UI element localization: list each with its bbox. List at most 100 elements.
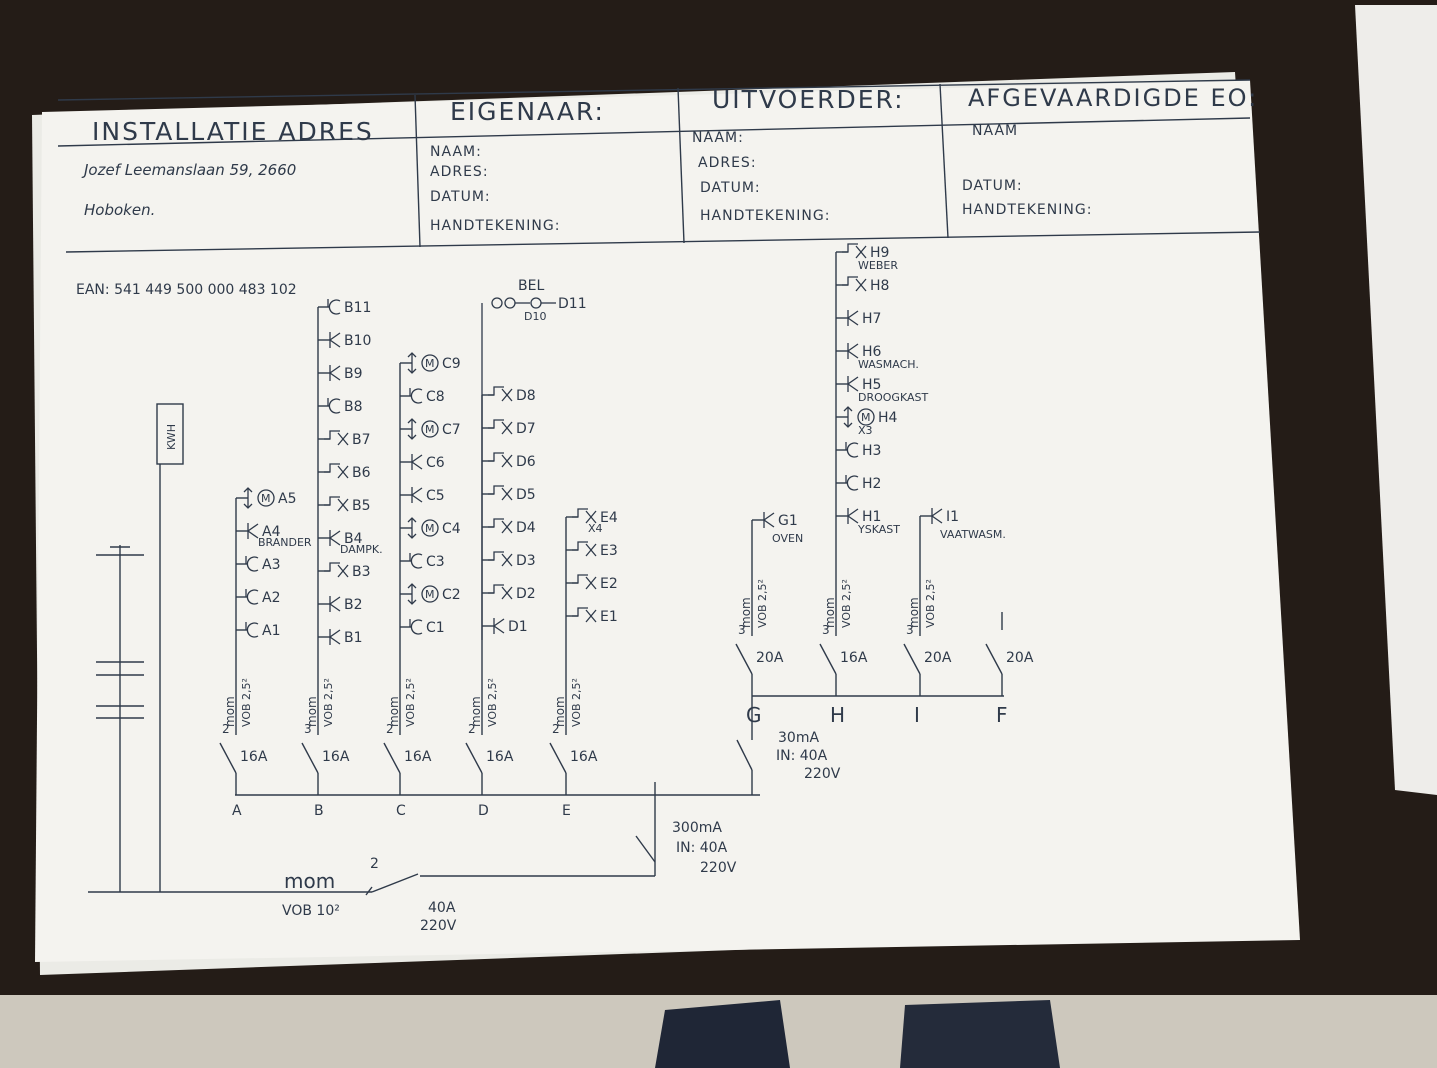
breaker-H-rating: 16A — [840, 650, 868, 666]
bell-label: BEL — [518, 278, 544, 294]
column-C-name: C — [396, 803, 406, 819]
circuit-D1: D1 — [482, 618, 528, 635]
circuit-C2-label: C2 — [442, 587, 461, 603]
cable-G-section: VOB 2,5² — [756, 579, 769, 628]
circuit-A3-symbol — [245, 556, 259, 572]
circuit-H9-label: H9 — [870, 245, 889, 261]
circuit-H6-symbol — [847, 343, 859, 359]
circuit-B4-note: DAMPK. — [340, 543, 383, 556]
cable-A-type: mom — [223, 696, 237, 727]
breaker-I-rating: 20A — [924, 650, 952, 666]
circuit-C5-label: C5 — [426, 488, 445, 504]
circuit-E1-symbol — [572, 607, 597, 623]
circuit-C3-symbol — [409, 553, 423, 569]
circuit-D2-label: D2 — [516, 586, 536, 602]
circuit-H8: H8 — [836, 276, 889, 294]
bell-d11-label: D11 — [558, 296, 587, 312]
circuit-D6-label: D6 — [516, 454, 536, 470]
circuit-E3-symbol — [572, 541, 597, 557]
circuit-D3-label: D3 — [516, 553, 536, 569]
svg-text:M: M — [261, 492, 271, 505]
afgevaardigde-handtekening: HANDTEKENING: — [962, 202, 1092, 218]
cable-I-poles: 3 — [906, 623, 914, 637]
circuit-H2-label: H2 — [862, 476, 881, 492]
circuit-H7-symbol — [847, 310, 859, 326]
shoe-right — [900, 1000, 1060, 1068]
rcd300-line1: 300mA — [672, 820, 722, 836]
breaker-E-switch — [549, 742, 567, 774]
circuit-E3: E3 — [566, 541, 618, 559]
breaker-A-switch — [219, 742, 237, 774]
circuit-D7-symbol — [488, 419, 513, 435]
circuit-H7-label: H7 — [862, 311, 881, 327]
circuit-B6: B6 — [318, 463, 371, 481]
breaker-H-switch — [819, 643, 837, 675]
rcd-300ma-switch[interactable] — [635, 835, 656, 863]
circuit-E4-symbol — [572, 508, 597, 524]
circuit-C8-symbol — [409, 388, 423, 404]
circuit-H6-note: WASMACH. — [858, 358, 919, 371]
cable-C-type: mom — [387, 696, 401, 727]
circuit-H3: H3 — [836, 442, 881, 459]
cable-I-section: VOB 2,5² — [924, 579, 937, 628]
circuit-D4: D4 — [482, 518, 536, 536]
circuit-D5: D5 — [482, 485, 536, 503]
circuit-B1-label: B1 — [344, 630, 363, 646]
breaker-B-rating: 16A — [322, 749, 350, 765]
svg-text:M: M — [425, 423, 435, 436]
svg-text:M: M — [425, 357, 435, 370]
circuit-H3-label: H3 — [862, 443, 881, 459]
rcd-30ma-switch[interactable] — [736, 739, 753, 795]
circuit-B11: B11 — [318, 299, 371, 316]
circuit-B8-symbol — [327, 398, 341, 414]
circuit-E1: E1 — [566, 607, 618, 625]
afgevaardigde-title: AFGEVAARDIGDE EO: — [968, 84, 1258, 112]
circuit-B6-symbol — [324, 463, 349, 479]
cable-B-poles: 3 — [304, 722, 312, 736]
uitvoerder-adres: ADRES: — [698, 155, 757, 171]
circuit-A1-label: A1 — [262, 623, 280, 639]
ean-number: EAN: 541 449 500 000 483 102 — [76, 282, 297, 298]
circuit-A4-symbol — [247, 523, 259, 539]
shoe-left — [655, 1000, 790, 1068]
circuit-C9-symbol: M — [407, 352, 439, 374]
circuit-H1-symbol — [847, 508, 859, 524]
breaker-C-rating: 16A — [404, 749, 432, 765]
circuit-B8-label: B8 — [344, 399, 363, 415]
cable-I-type: mom — [907, 597, 921, 628]
circuit-C6-symbol — [411, 454, 423, 470]
circuit-D4-symbol — [488, 518, 513, 534]
circuit-D1-label: D1 — [508, 619, 528, 635]
installatie-title: INSTALLATIE ADRES — [92, 117, 374, 146]
circuit-C1: C1 — [400, 619, 445, 636]
circuit-D2: D2 — [482, 584, 536, 602]
cable-E-section: VOB 2,5² — [570, 678, 583, 727]
cable-B-type: mom — [305, 696, 319, 727]
breaker-D-switch — [465, 742, 483, 774]
circuit-I1-symbol — [931, 508, 943, 524]
circuit-H1-label: H1 — [862, 509, 881, 525]
circuit-D6: D6 — [482, 452, 536, 470]
circuit-C4-symbol: M — [407, 517, 439, 539]
circuit-E4-label: E4 — [600, 510, 618, 526]
main-switch[interactable] — [365, 873, 419, 896]
cable-H-type: mom — [823, 597, 837, 628]
cable-E-type: mom — [553, 696, 567, 727]
column-D-name: D — [478, 803, 489, 819]
circuit-C8: C8 — [400, 388, 445, 405]
uitvoerder-datum: DATUM: — [700, 180, 761, 196]
circuit-A4-note: BRANDER — [258, 536, 312, 549]
breaker-E-rating: 16A — [570, 749, 598, 765]
circuit-A5-label: A5 — [278, 491, 296, 507]
circuit-A5-symbol: M — [243, 487, 275, 509]
circuit-H3-symbol — [845, 442, 859, 458]
